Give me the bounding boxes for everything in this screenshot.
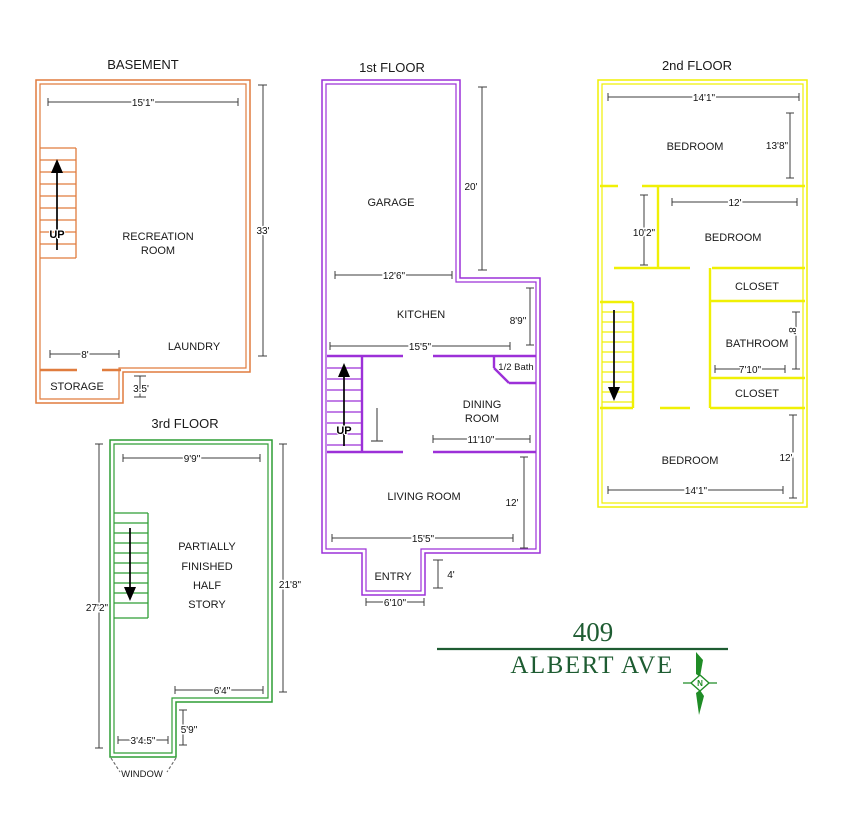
notch-height-dim: 5'9" bbox=[181, 725, 198, 736]
first-floor-outer-wall bbox=[321, 79, 541, 596]
closet-lower-label: CLOSET bbox=[735, 388, 779, 400]
address-street: ALBERT AVE bbox=[510, 652, 673, 679]
half-story-label-line3: HALF bbox=[193, 580, 221, 592]
basement-up-arrow-head-icon bbox=[51, 159, 63, 173]
second-floor-title: 2nd FLOOR bbox=[662, 58, 732, 73]
second-floor-plan: 2nd FLOOR BEDROOM BEDROOM CLOSET BATHROO… bbox=[597, 58, 808, 508]
window-label: WINDOW bbox=[121, 769, 163, 780]
half-story-label-line2: FINISHED bbox=[181, 561, 232, 573]
entry-label: ENTRY bbox=[374, 571, 412, 583]
bedroom-top-label: BEDROOM bbox=[667, 141, 724, 153]
entry-width-dim: 6'10" bbox=[384, 598, 407, 609]
bathroom-label: BATHROOM bbox=[726, 338, 789, 350]
basement-inner-wall bbox=[39, 83, 247, 400]
compass-diamond bbox=[689, 674, 711, 692]
half-bath-label: 1/2 Bath bbox=[498, 362, 533, 373]
notch-width-dim: 6'4" bbox=[214, 686, 231, 697]
half-story-label-line1: PARTIALLY bbox=[178, 541, 236, 553]
hall-height-dim: 10'2" bbox=[633, 228, 656, 239]
third-floor-plan: 3rd FLOOR PARTIALLY FINISHED HALF STORY … bbox=[84, 416, 303, 780]
basement-width-dim: 15'1" bbox=[132, 98, 155, 109]
third-floor-inner-wall bbox=[113, 443, 269, 754]
kitchen-label: KITCHEN bbox=[397, 309, 445, 321]
bedroom-bottom-height-dim: 12' bbox=[779, 453, 792, 464]
second-floor-bottom-width-dim: 14'1" bbox=[685, 486, 708, 497]
first-floor-up-label: UP bbox=[336, 425, 351, 437]
address-block: 409 ALBERT AVE bbox=[437, 617, 728, 679]
first-floor-plan: 1st FLOOR UP GARAGE KITCHEN DINING ROOM … bbox=[321, 60, 541, 611]
third-floor-bottom-width-dim: 3'4.5" bbox=[131, 736, 156, 747]
second-floor-outer-wall bbox=[597, 79, 808, 508]
storage-width-dim: 8' bbox=[81, 350, 89, 361]
storage-label: STORAGE bbox=[50, 381, 104, 393]
second-floor-top-width-dim: 14'1" bbox=[693, 93, 716, 104]
recreation-room-label-line2: ROOM bbox=[141, 245, 175, 257]
third-floor-right-height-dim: 21'8" bbox=[279, 580, 302, 591]
basement-outer-wall bbox=[35, 79, 251, 404]
third-floor-stairs bbox=[114, 512, 149, 619]
address-number: 409 bbox=[573, 617, 614, 647]
second-floor-dimensions: 14'1" 13'8" 10'2" 12' 8' 7'10" 12' 14'1" bbox=[607, 92, 800, 499]
basement-plan: BASEMENT UP RECREATION ROOM LAUNDRY STOR… bbox=[35, 57, 271, 404]
north-compass-icon: N bbox=[683, 652, 717, 715]
third-floor-left-height-dim: 27'2" bbox=[86, 603, 109, 614]
first-floor-up-arrow-head-icon bbox=[338, 363, 350, 377]
bathroom-width-dim: 7'10" bbox=[739, 365, 762, 376]
living-room-label: LIVING ROOM bbox=[387, 491, 460, 503]
garage-height-dim: 20' bbox=[464, 182, 477, 193]
bedroom-bottom-label: BEDROOM bbox=[662, 455, 719, 467]
basement-height-dim: 33' bbox=[256, 226, 269, 237]
living-width-dim: 15'5" bbox=[412, 534, 435, 545]
half-story-label-line4: STORY bbox=[188, 599, 226, 611]
basement-up-label: UP bbox=[49, 229, 64, 241]
closet-upper-label: CLOSET bbox=[735, 281, 779, 293]
second-floor-down-arrow-head-icon bbox=[608, 387, 620, 401]
first-floor-inner-wall bbox=[325, 83, 537, 592]
basement-dimensions: 15'1" 33' 8' 3.5' bbox=[47, 84, 271, 398]
bedroom-top-height-dim: 13'8" bbox=[766, 141, 789, 152]
bathroom-height-dim: 8' bbox=[786, 327, 797, 335]
window-leader-lines bbox=[110, 757, 177, 773]
first-floor-interior-walls bbox=[327, 354, 536, 454]
dining-room-label-line2: ROOM bbox=[465, 413, 499, 425]
storage-depth-dim: 3.5' bbox=[133, 384, 149, 395]
entry-height-dim: 4' bbox=[447, 570, 455, 581]
kitchen-width-dim: 15'5" bbox=[409, 342, 432, 353]
basement-title: BASEMENT bbox=[107, 57, 179, 72]
bedroom-middle-width-dim: 12' bbox=[728, 198, 741, 209]
laundry-label: LAUNDRY bbox=[168, 341, 221, 353]
third-floor-down-arrow-head-icon bbox=[124, 587, 136, 601]
second-floor-inner-wall bbox=[601, 83, 804, 504]
compass-needle-top bbox=[696, 652, 703, 677]
third-floor-top-width-dim: 9'9" bbox=[184, 454, 201, 465]
dining-width-dim: 11'10" bbox=[468, 435, 495, 446]
first-floor-door-marker bbox=[371, 408, 383, 442]
kitchen-height-dim: 8'9" bbox=[510, 316, 527, 327]
dining-room-label-line1: DINING bbox=[463, 399, 502, 411]
third-floor-outer-wall bbox=[109, 439, 273, 758]
recreation-room-label-line1: RECREATION bbox=[122, 231, 193, 243]
living-height-dim: 12' bbox=[505, 498, 518, 509]
bedroom-middle-label: BEDROOM bbox=[705, 232, 762, 244]
first-floor-dimensions: 20' 12'6" 8'9" 15'5" 11'10" 12' 15'5" 4'… bbox=[329, 86, 534, 611]
second-floor-interior-walls bbox=[600, 184, 805, 410]
garage-label: GARAGE bbox=[367, 197, 414, 209]
compass-needle-bottom bbox=[696, 690, 704, 715]
third-floor-dimensions: 9'9" 27'2" 21'8" 6'4" 5'9" 3'4.5" bbox=[84, 443, 303, 749]
garage-width-dim: 12'6" bbox=[383, 271, 406, 282]
compass-north-label: N bbox=[697, 679, 703, 688]
third-floor-title: 3rd FLOOR bbox=[151, 416, 218, 431]
first-floor-title: 1st FLOOR bbox=[359, 60, 425, 75]
